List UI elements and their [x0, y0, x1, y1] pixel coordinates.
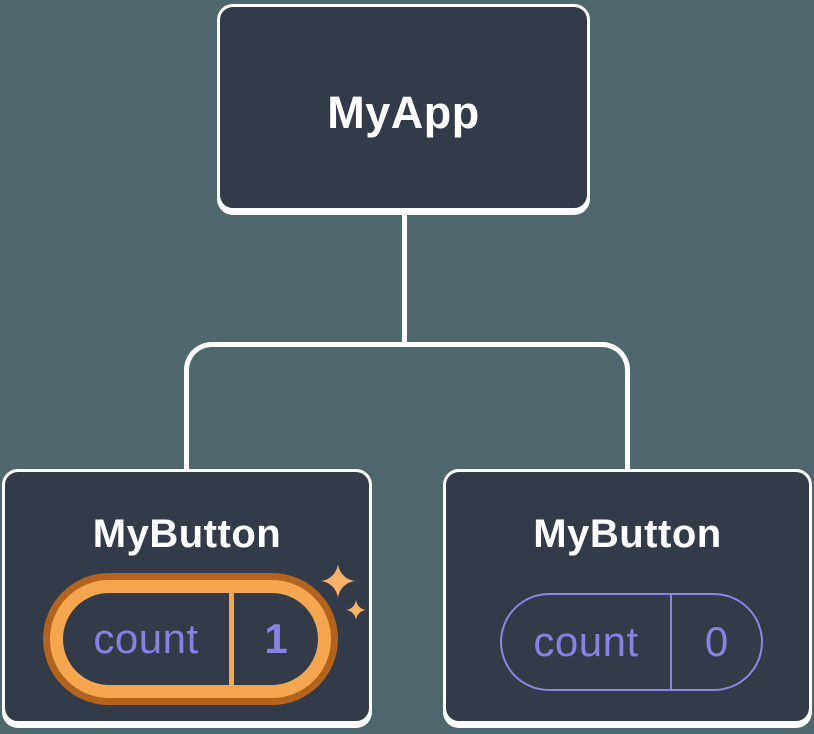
state-key-label: count: [93, 615, 199, 662]
sparkle-icon: [321, 564, 366, 620]
state-value: 1: [264, 615, 288, 662]
child-node-label: MyButton: [92, 512, 282, 556]
pill-divider: [229, 593, 234, 685]
connector-branch: [184, 342, 630, 470]
tree-node-child-left: MyButton count 1: [2, 469, 372, 724]
state-pill-outlined: count 0: [500, 593, 763, 691]
connector-root-stem: [402, 210, 407, 347]
state-key-label: count: [533, 618, 639, 665]
state-pill-highlighted: count 1: [50, 580, 331, 698]
child-node-label: MyButton: [533, 512, 722, 556]
root-node-label: MyApp: [327, 86, 480, 138]
pill-divider: [670, 595, 672, 689]
tree-node-child-right: MyButton count 0: [443, 469, 812, 724]
tree-node-root: MyApp: [217, 4, 590, 211]
state-value: 0: [704, 618, 729, 665]
